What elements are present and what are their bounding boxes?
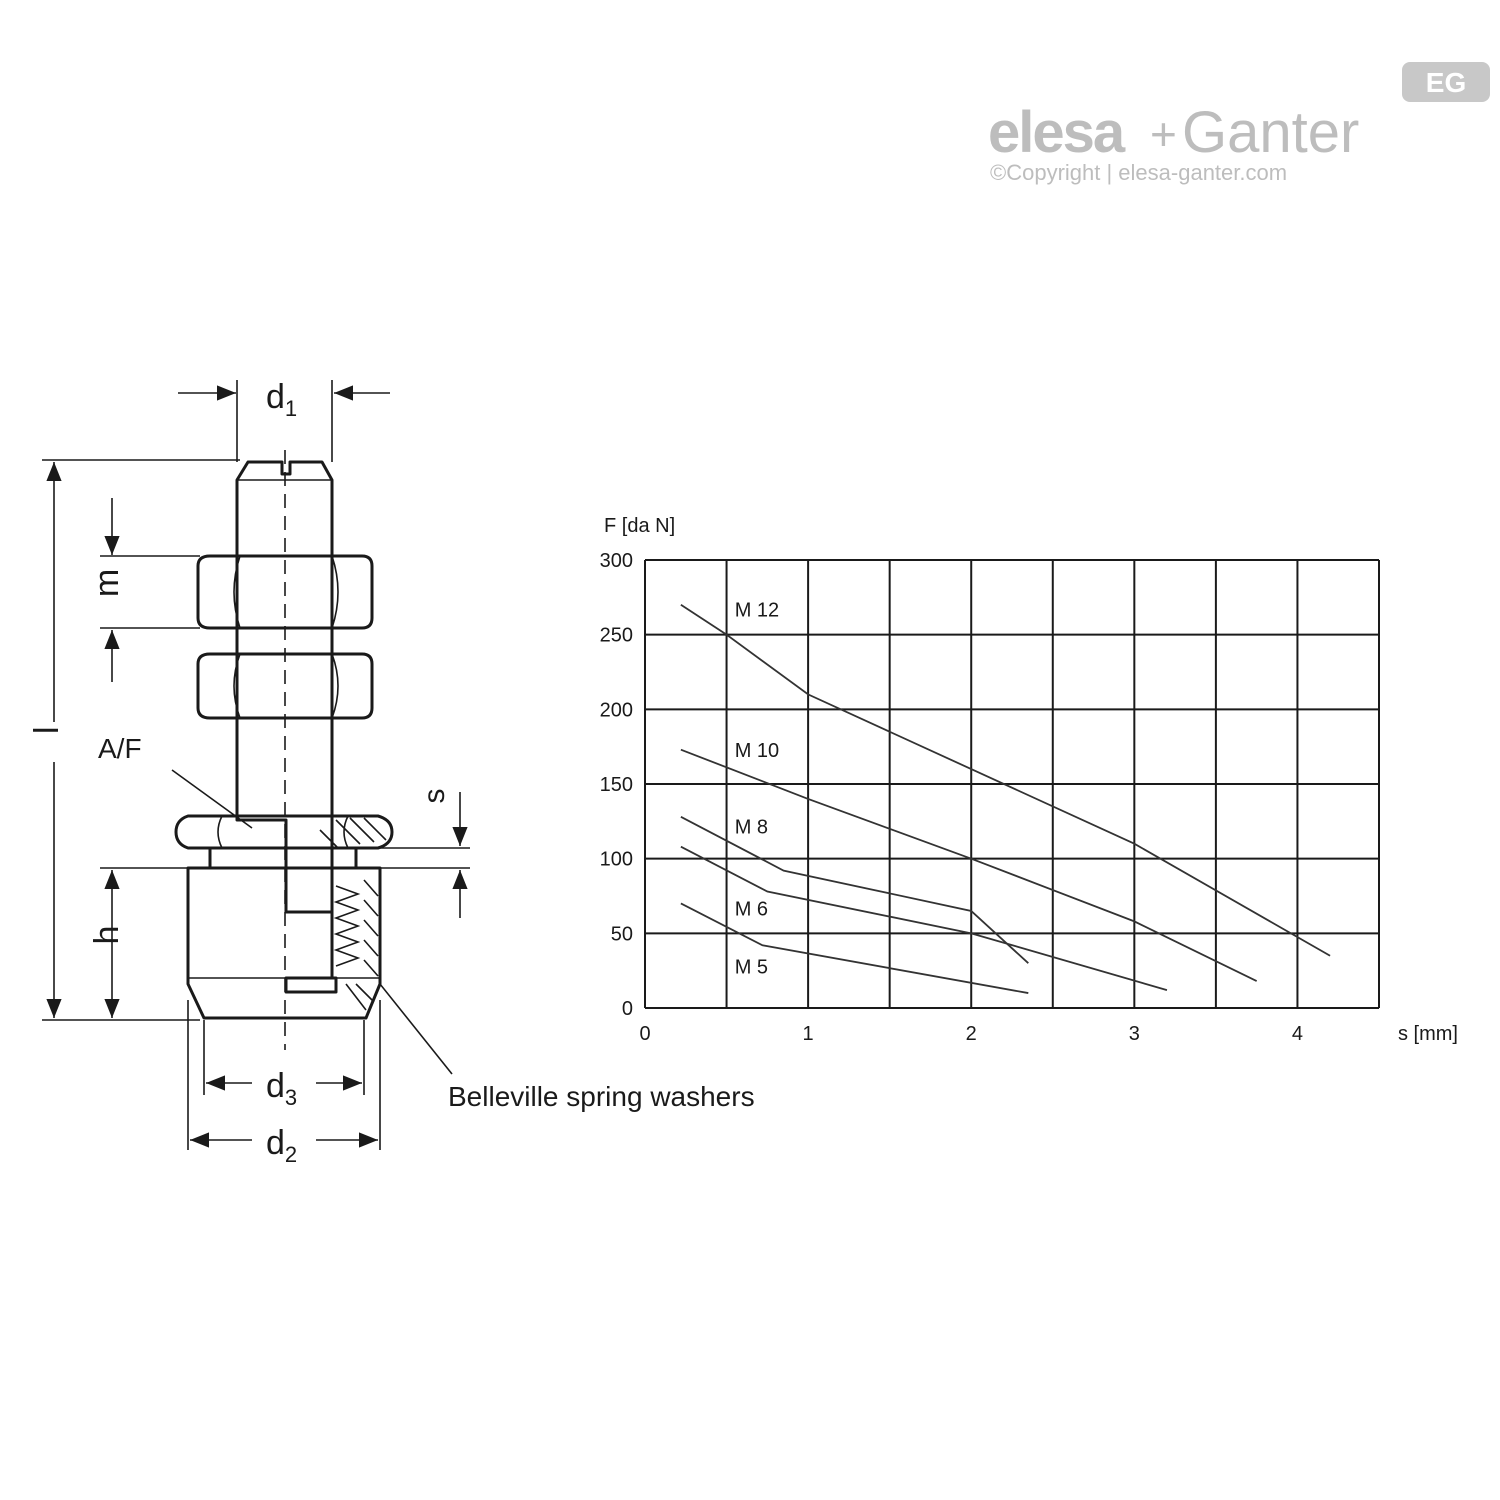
hex-collar — [174, 814, 394, 850]
d2-label-bg — [252, 1120, 316, 1166]
chart-ylabel: F [da N] — [604, 515, 675, 537]
x-tick-label: 1 — [803, 1023, 814, 1045]
label-af: A/F — [98, 733, 142, 764]
label-h: h — [88, 926, 126, 945]
leader-af — [171, 769, 253, 829]
series-line — [680, 902, 1029, 994]
y-tick-label: 200 — [600, 699, 633, 721]
l-label-bg — [38, 722, 70, 762]
series-label: M 10 — [735, 740, 779, 762]
brand-copyright: ©Copyright | elesa-ganter.com — [990, 160, 1287, 185]
series-label: M 5 — [735, 957, 768, 979]
brand-mark-icon — [1402, 62, 1490, 102]
part-drawing: d1 l m h s A/F d3 d2 Belleville spring w… — [28, 372, 755, 1167]
label-d2: d2 — [266, 1124, 297, 1167]
series-line — [680, 816, 1029, 964]
label-d1: d1 — [266, 378, 297, 421]
hex-nut-upper-faces — [233, 555, 339, 629]
leader-washers — [379, 983, 453, 1075]
series-line — [680, 845, 1168, 991]
belleville-washers-icon — [333, 885, 361, 967]
y-tick-label: 50 — [611, 923, 633, 945]
label-s: s — [418, 789, 451, 804]
hex-nut-lower — [196, 652, 374, 720]
label-l: l — [28, 726, 66, 734]
y-tick-label: 250 — [600, 625, 633, 647]
brand-name-right: Ganter — [1182, 100, 1359, 165]
brand-logo: elesa + Ganter EG ©Copyright | elesa-gan… — [988, 62, 1490, 185]
brand-name-left: elesa — [988, 100, 1126, 165]
hex-collar-faces — [217, 815, 349, 849]
label-d3: d3 — [266, 1067, 297, 1110]
y-tick-label: 0 — [622, 998, 633, 1020]
series-label: M 12 — [735, 600, 779, 622]
body — [186, 866, 382, 1020]
chart-grid — [644, 559, 1380, 1009]
x-tick-label: 3 — [1129, 1023, 1140, 1045]
chart-xlabel: s [mm] — [1398, 1023, 1458, 1045]
chart-series: M 12 M 10 M 8 M 6 M 5 — [680, 600, 1331, 994]
brand-mark-text: EG — [1426, 67, 1466, 98]
hex-nut-lower-faces — [233, 653, 339, 719]
series-label: M 8 — [735, 816, 768, 838]
collar-hatch — [319, 817, 387, 849]
label-m: m — [88, 569, 126, 597]
label-belleville: Belleville spring washers — [448, 1081, 755, 1112]
y-tick-label: 100 — [600, 849, 633, 871]
d3-label-bg — [252, 1062, 316, 1108]
body-neck — [208, 846, 358, 870]
pin-bottom — [284, 976, 338, 994]
series-line — [680, 748, 1258, 982]
hex-nut-upper — [196, 554, 374, 630]
x-tick-label: 4 — [1292, 1023, 1303, 1045]
series-line — [680, 604, 1331, 957]
force-travel-chart: M 12 M 10 M 8 M 6 M 5 0 1 2 3 4 0 50 100 150 200 250 30… — [600, 515, 1458, 1045]
screw-shaft — [235, 460, 334, 914]
series-label: M 6 — [735, 898, 768, 920]
chart-ticks: 0 1 2 3 4 0 50 100 150 200 250 300 — [600, 550, 1303, 1045]
body-hatch — [345, 879, 379, 1011]
brand-plus: + — [1150, 108, 1177, 160]
x-tick-label: 0 — [639, 1023, 650, 1045]
x-tick-label: 2 — [966, 1023, 977, 1045]
y-tick-label: 150 — [600, 774, 633, 796]
y-tick-label: 300 — [600, 550, 633, 572]
d1-label-bg — [252, 372, 316, 416]
